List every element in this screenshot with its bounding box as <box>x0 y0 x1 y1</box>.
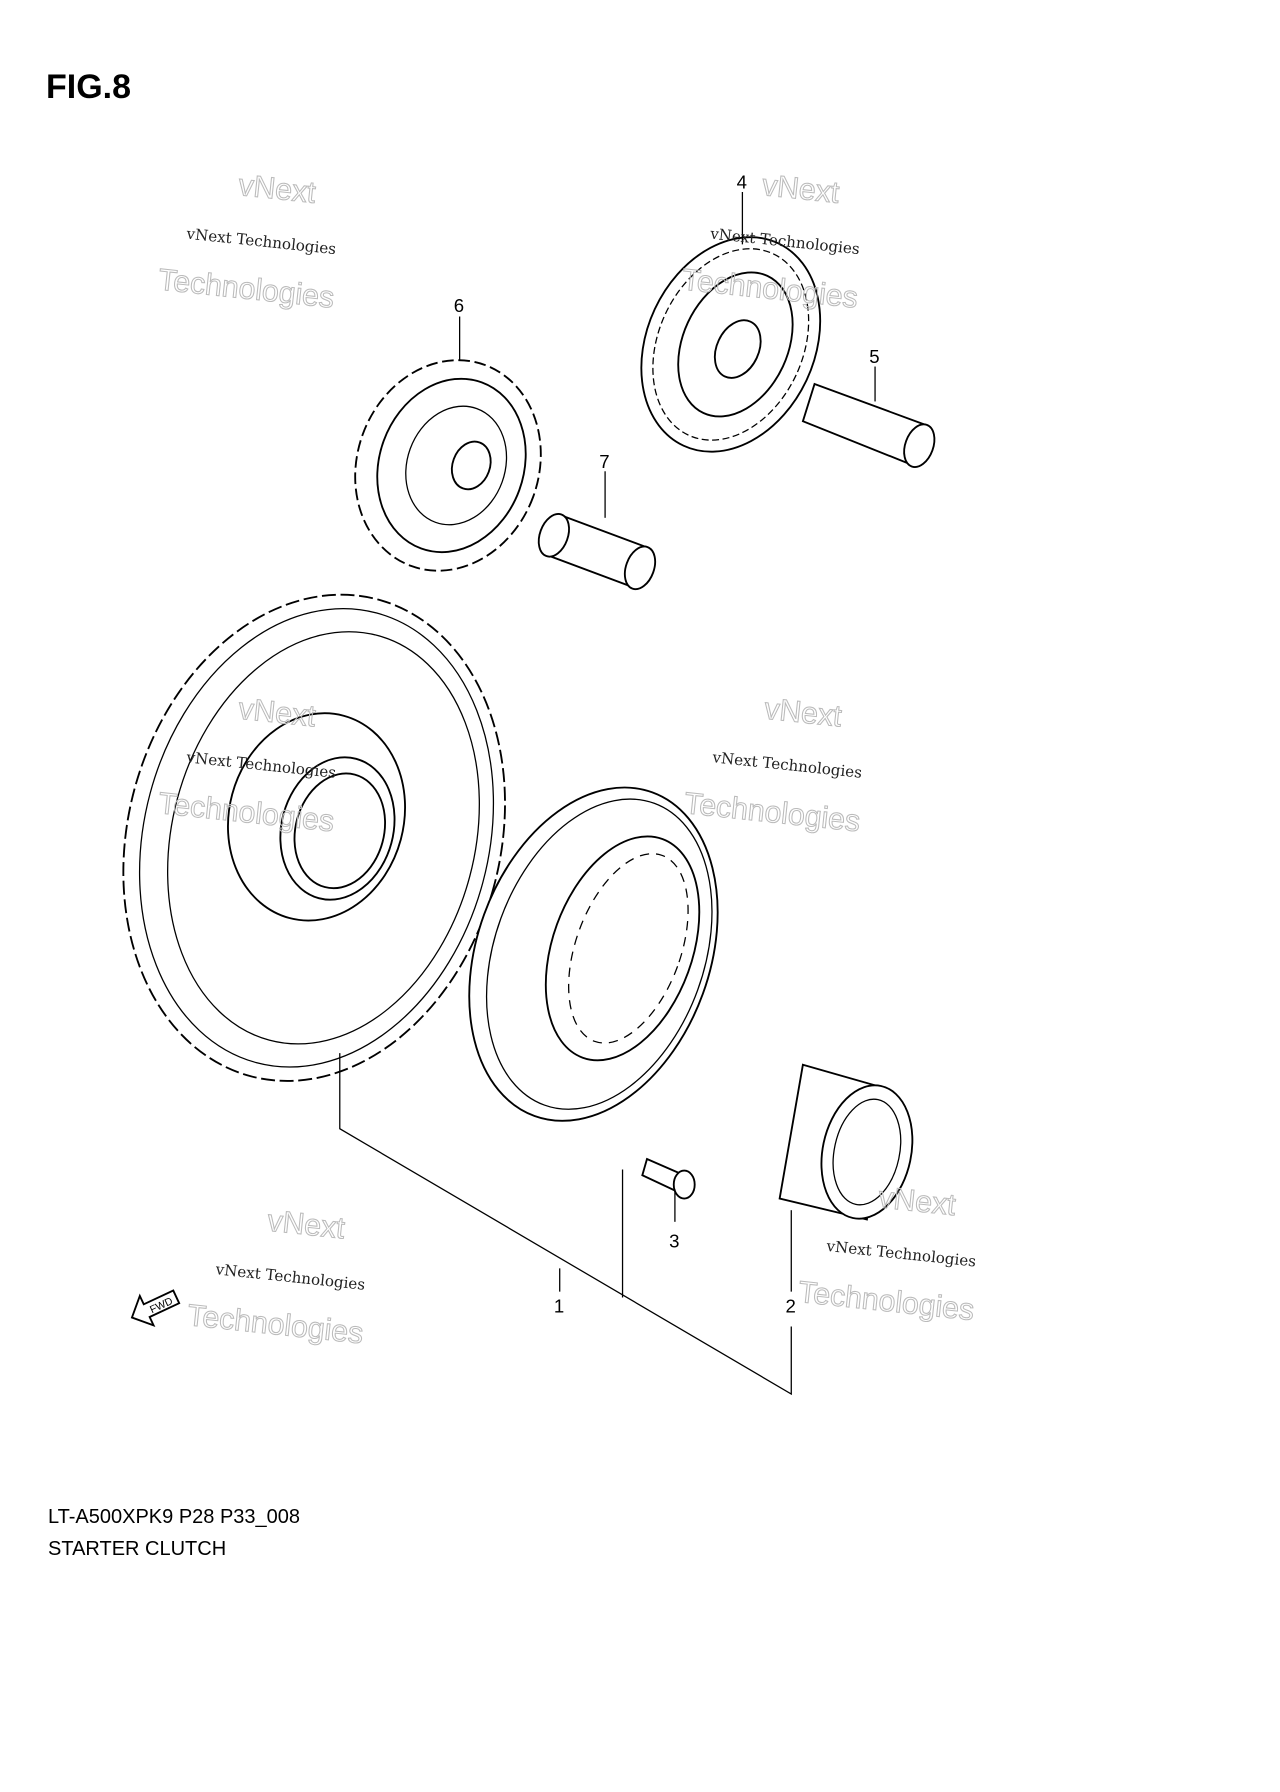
callout-6: 6 <box>454 295 464 316</box>
fwd-arrow-icon: FWD <box>130 1289 181 1328</box>
callout-2: 2 <box>785 1296 795 1317</box>
callout-5: 5 <box>869 346 879 367</box>
callout-3: 3 <box>669 1230 679 1251</box>
svg-text:vNext: vNext <box>877 1181 958 1222</box>
svg-text:vNext: vNext <box>760 169 841 210</box>
starter-driven-gear[interactable] <box>70 551 557 1124</box>
watermark-text: vNext Technologies <box>214 1260 366 1294</box>
callout-4: 4 <box>737 172 747 193</box>
part-6-gear[interactable] <box>326 334 570 597</box>
leader-lines <box>339 192 876 1396</box>
watermark-text: vNext Technologies <box>185 225 337 259</box>
figure-title: FIG.8 <box>46 68 132 106</box>
watermark-large: vNext <box>237 169 318 210</box>
part-3-bolt[interactable] <box>641 1157 696 1200</box>
svg-text:vNext: vNext <box>763 693 844 734</box>
watermark-text: vNext Technologies <box>825 1237 977 1271</box>
callout-1: 1 <box>554 1296 564 1317</box>
svg-text:Technologies: Technologies <box>797 1276 976 1327</box>
svg-text:Technologies: Technologies <box>157 263 336 314</box>
svg-text:Technologies: Technologies <box>683 787 862 838</box>
callout-7: 7 <box>599 451 609 472</box>
fwd-label: FWD <box>148 1296 175 1316</box>
part-7-shaft[interactable] <box>533 510 660 594</box>
diagram-name: STARTER CLUTCH <box>48 1538 227 1560</box>
svg-text:Technologies: Technologies <box>186 1299 365 1350</box>
model-code: LT-A500XPK9 P28 P33_008 <box>48 1506 301 1528</box>
svg-text:vNext: vNext <box>266 1205 347 1246</box>
part-2-bearing[interactable] <box>778 1063 925 1227</box>
part-4-gear[interactable] <box>608 208 854 481</box>
one-way-clutch[interactable] <box>425 753 761 1156</box>
part-5-shaft[interactable] <box>801 382 940 471</box>
watermark-text: vNext Technologies <box>711 748 863 782</box>
